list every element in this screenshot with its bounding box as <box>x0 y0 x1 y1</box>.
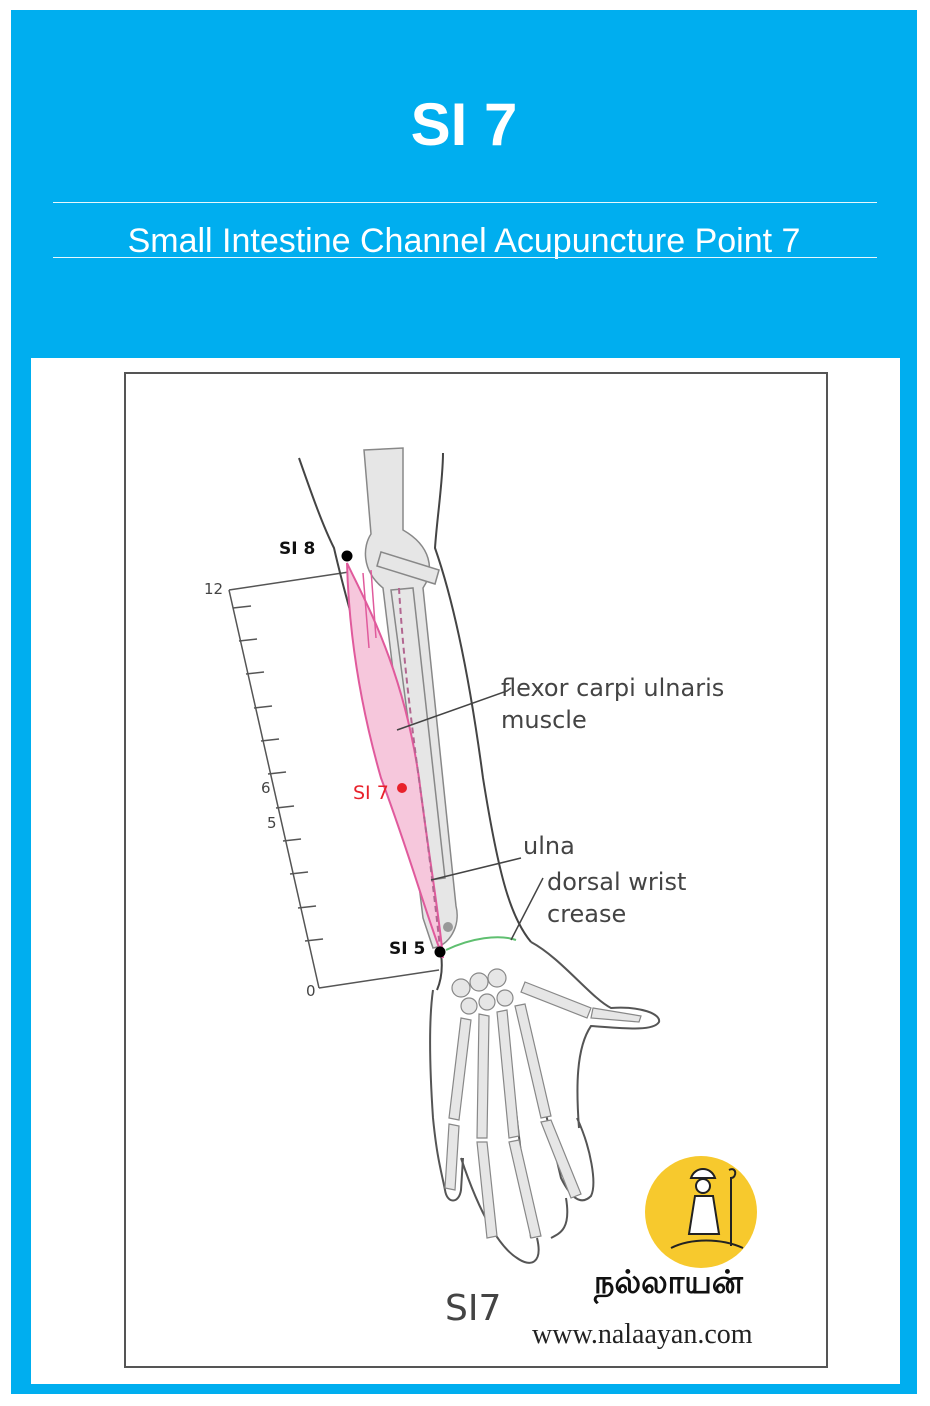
illustration-panel: 12 6 5 0 <box>31 358 900 1384</box>
nalaayan-logo <box>645 1156 757 1268</box>
ulna-label: ulna <box>523 832 575 860</box>
si8-point <box>342 551 353 562</box>
scale-label-0: 0 <box>306 982 316 1000</box>
info-card: SI 7 Small Intestine Channel Acupuncture… <box>11 10 917 1394</box>
hand-bones <box>445 969 641 1238</box>
brand-url: www.nalaayan.com <box>532 1319 753 1350</box>
wrist-crease-line <box>446 937 516 950</box>
flexor-label-line1: flexor carpi ulnaris <box>501 674 724 702</box>
brand-name-tamil: நல்லாயன் <box>593 1263 744 1305</box>
flexor-label-line2: muscle <box>501 706 587 734</box>
si8-label: SI 8 <box>279 539 315 559</box>
ulna-head-marker <box>443 922 453 932</box>
si5-point <box>435 947 446 958</box>
si7-point <box>397 783 407 793</box>
figure-caption: SI7 <box>445 1288 501 1329</box>
title-divider-top <box>53 202 877 203</box>
si7-label: SI 7 <box>353 782 389 804</box>
scale-label-12: 12 <box>204 580 223 598</box>
forearm-illustration: 12 6 5 0 <box>31 358 900 1384</box>
scale-label-5: 5 <box>267 814 277 832</box>
crease-label-line1: dorsal wrist <box>547 868 686 896</box>
crease-label-line2: crease <box>547 900 626 928</box>
title-divider-bottom <box>53 257 877 258</box>
si5-label: SI 5 <box>389 939 425 959</box>
page-title: SI 7 <box>11 90 917 160</box>
scale-label-6: 6 <box>261 779 271 797</box>
